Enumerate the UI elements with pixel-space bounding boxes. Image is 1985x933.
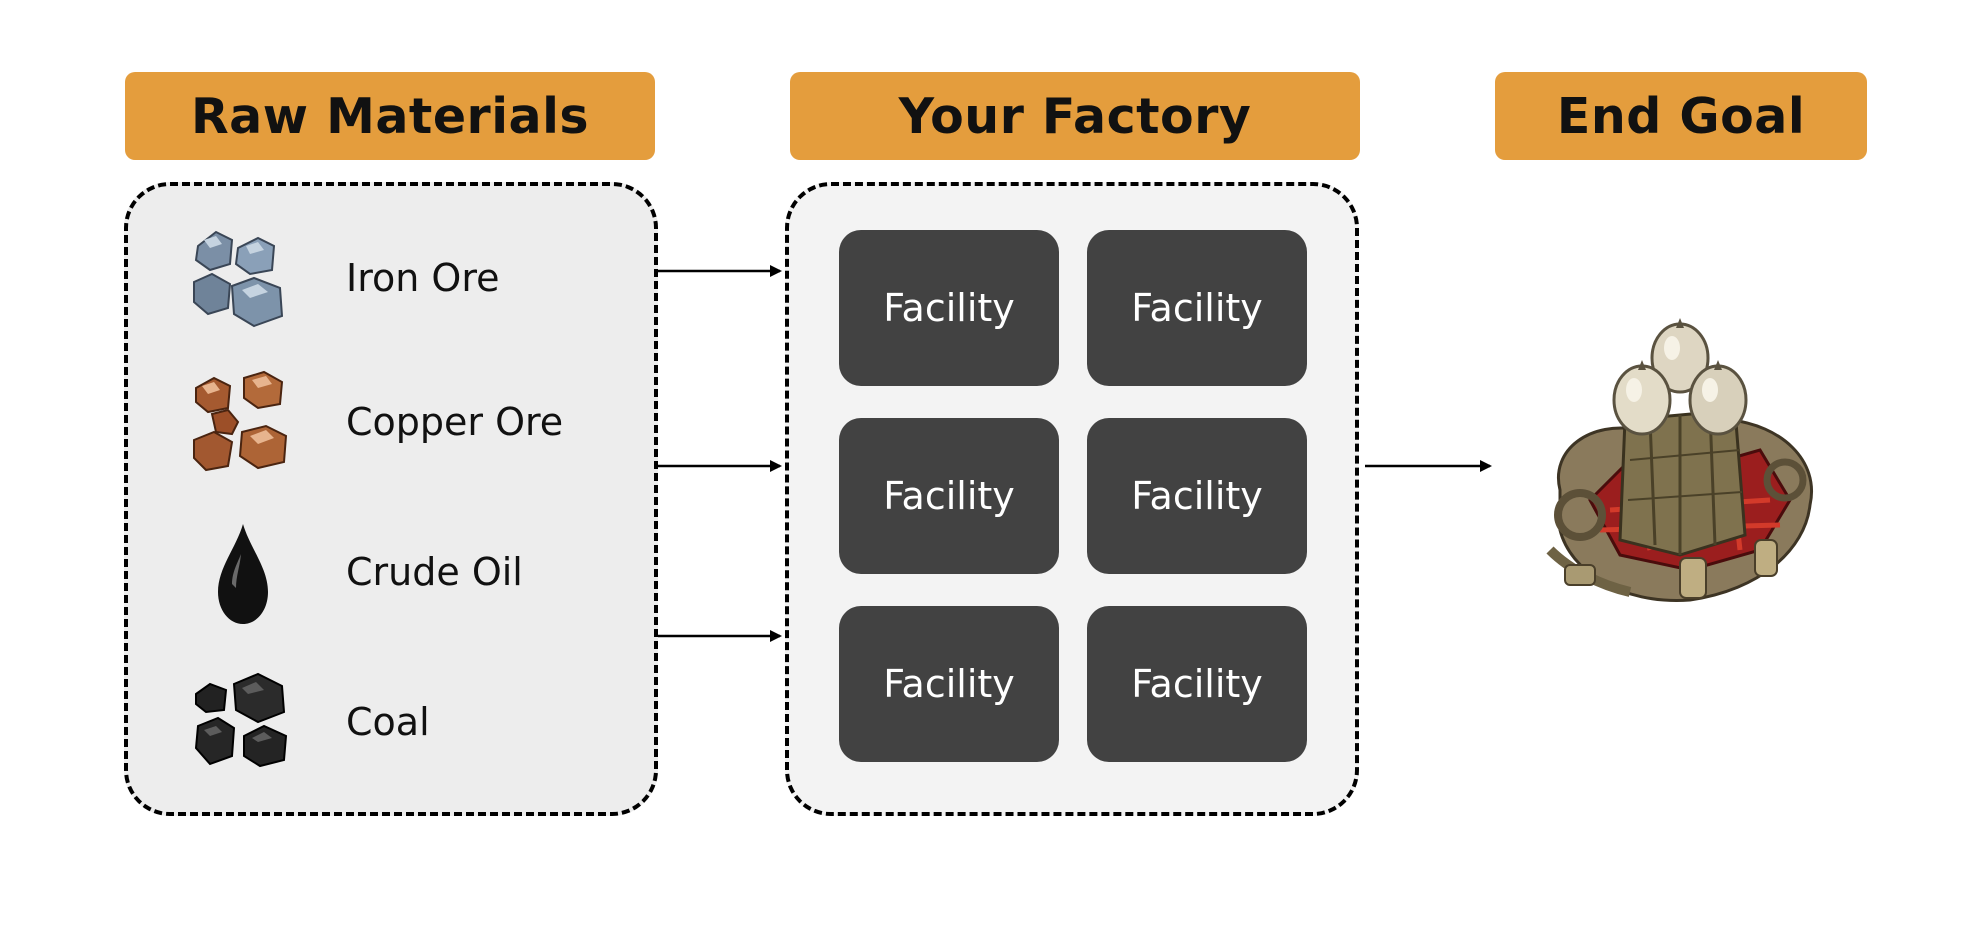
iron-ore-icon <box>193 230 284 328</box>
material-label: Coal <box>346 700 430 744</box>
material-coal: Coal <box>128 662 654 782</box>
facility-box: Facility <box>839 606 1059 762</box>
raw-materials-header: Raw Materials <box>125 72 655 160</box>
facility-box: Facility <box>1087 230 1307 386</box>
facility-box: Facility <box>839 418 1059 574</box>
crude-oil-icon <box>218 524 268 624</box>
facility-box: Facility <box>839 230 1059 386</box>
copper-ore-icon <box>193 370 288 472</box>
material-crude-oil: Crude Oil <box>128 512 654 632</box>
coal-icon <box>194 672 288 768</box>
material-label: Crude Oil <box>346 550 523 594</box>
facility-box: Facility <box>1087 606 1307 762</box>
rocket-engine-icon <box>1546 318 1813 602</box>
facility-box: Facility <box>1087 418 1307 574</box>
raw-materials-panel: Iron Ore Copper Ore Crude Oil <box>124 182 658 816</box>
material-copper-ore: Copper Ore <box>128 362 654 482</box>
material-iron-ore: Iron Ore <box>128 218 654 338</box>
end-goal-header: End Goal <box>1495 72 1867 160</box>
material-label: Iron Ore <box>346 256 500 300</box>
your-factory-header: Your Factory <box>790 72 1360 160</box>
your-factory-panel: Facility Facility Facility Facility Faci… <box>785 182 1359 816</box>
material-label: Copper Ore <box>346 400 564 444</box>
